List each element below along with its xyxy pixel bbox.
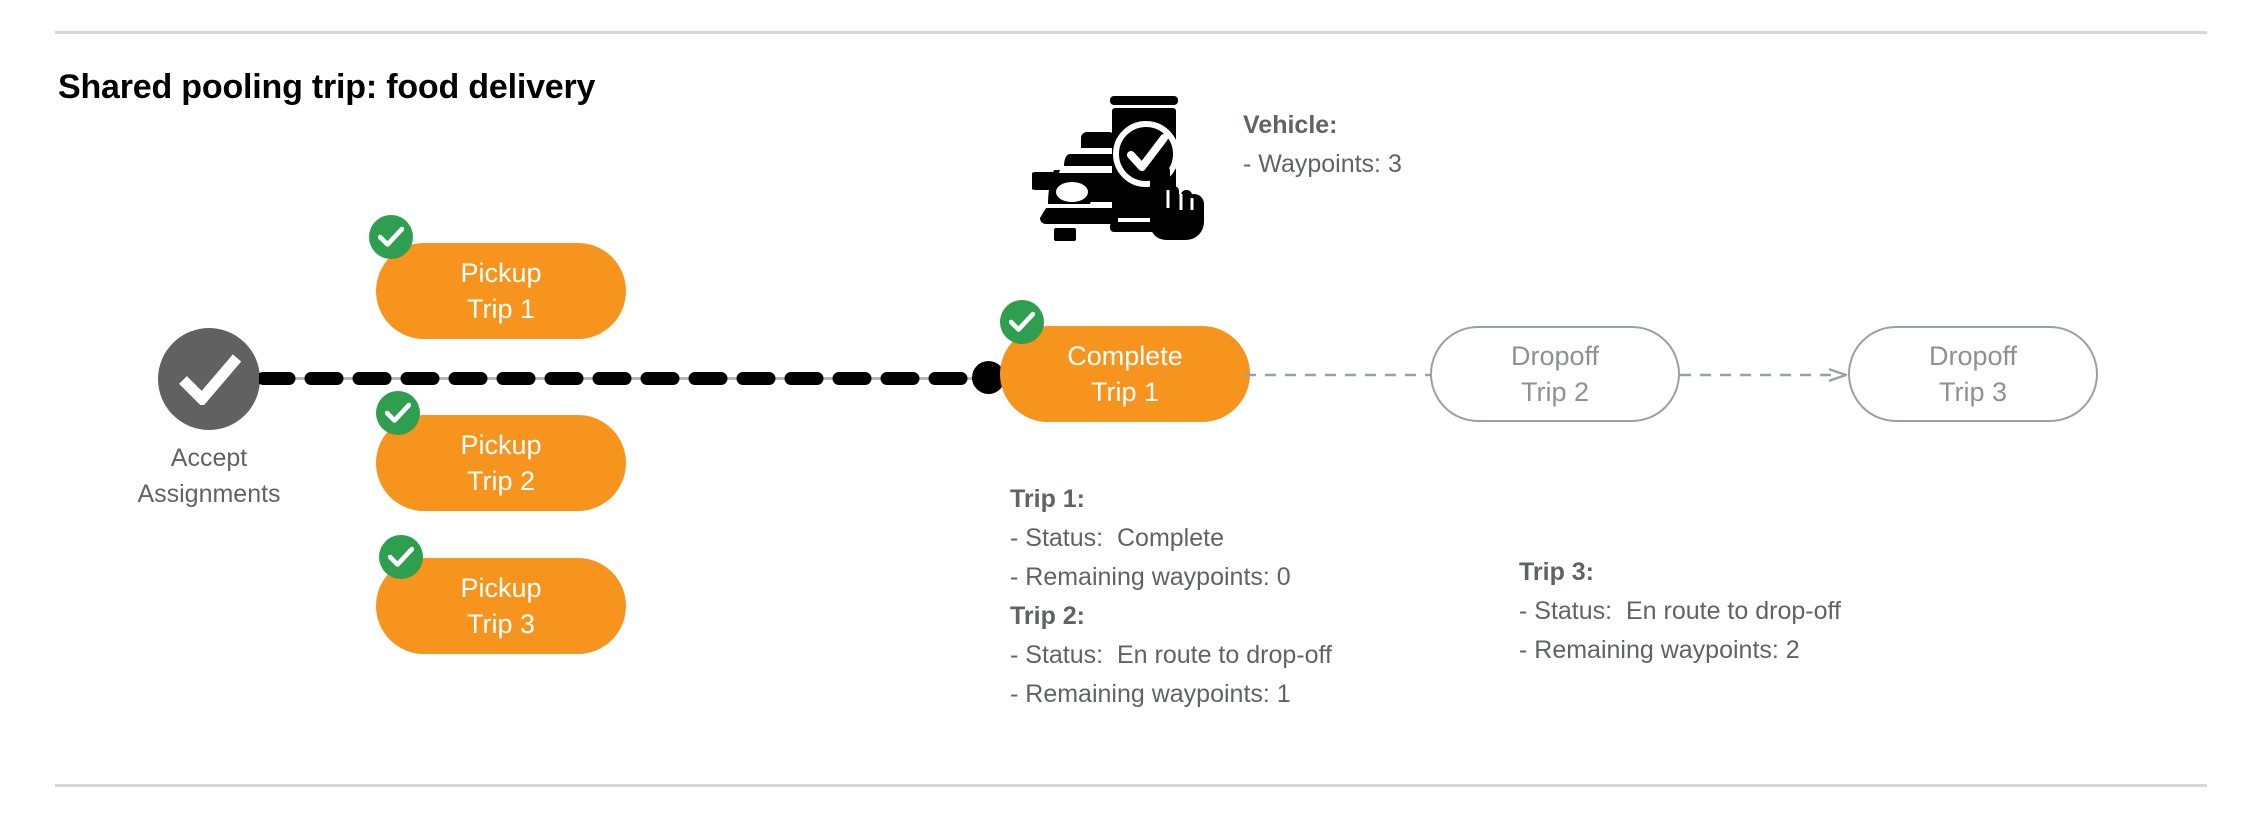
dropoff-trip-3-line2: Trip 3 <box>1938 377 2007 407</box>
vehicle-info-heading: Vehicle: <box>1243 111 1338 139</box>
trip-1-heading: Trip 1: <box>1010 485 1086 513</box>
check-badge-icon <box>379 535 423 579</box>
arrowhead-icon <box>1828 368 1848 382</box>
trip-2-remaining: - Remaining waypoints: 1 <box>1010 680 1291 708</box>
dropoff-trip-2-node[interactable]: Dropoff Trip 2 <box>1430 326 1680 422</box>
accept-assignments-label: Accept Assignments <box>90 440 328 512</box>
trip-3-info-block: Trip 3: - Status: En route to drop-off -… <box>1519 553 1841 670</box>
junction-dot <box>972 361 1005 394</box>
trip-3-heading: Trip 3: <box>1519 558 1595 586</box>
trip-1-status: - Status: Complete <box>1010 524 1224 552</box>
pickup-trip-3-line2: Trip 3 <box>466 609 535 639</box>
dropoff-trip-2-line1: Dropoff <box>1510 341 1600 371</box>
dropoff-trip-2-line2: Trip 2 <box>1520 377 1589 407</box>
dropoff-trip-3-line1: Dropoff <box>1928 341 2018 371</box>
car-phone-check-icon <box>1027 86 1204 246</box>
trip-2-status: - Status: En route to drop-off <box>1010 641 1332 669</box>
pickup-trip-3-line1: Pickup <box>460 573 542 603</box>
trip-1-remaining: - Remaining waypoints: 0 <box>1010 563 1291 591</box>
check-glyph <box>179 354 241 405</box>
vehicle-info-block: Vehicle: - Waypoints: 3 <box>1243 106 1402 184</box>
check-badge-icon <box>1000 300 1044 344</box>
divider-bottom <box>55 784 2207 787</box>
pickup-trip-1-node[interactable]: Pickup Trip 1 <box>376 243 626 339</box>
divider-top <box>55 31 2207 34</box>
pickup-trip-3-node[interactable]: Pickup Trip 3 <box>376 558 626 654</box>
dropoff-trip-3-node[interactable]: Dropoff Trip 3 <box>1848 326 2098 422</box>
trip-1-2-info-block: Trip 1: - Status: Complete - Remaining w… <box>1010 480 1332 714</box>
complete-trip-1-line2: Trip 1 <box>1090 377 1159 407</box>
pickup-trip-2-node[interactable]: Pickup Trip 2 <box>376 415 626 511</box>
check-badge-icon <box>376 391 420 435</box>
trip-3-status: - Status: En route to drop-off <box>1519 597 1841 625</box>
trip-2-heading: Trip 2: <box>1010 602 1086 630</box>
pickup-trip-2-line2: Trip 2 <box>466 466 535 496</box>
accept-label-line2: Assignments <box>137 480 281 508</box>
page-title: Shared pooling trip: food delivery <box>58 68 596 106</box>
pickup-trip-2-line1: Pickup <box>460 430 542 460</box>
connector-dropoff2-to-dropoff3 <box>1680 368 1852 382</box>
trip-3-remaining: - Remaining waypoints: 2 <box>1519 636 1800 664</box>
check-circle-icon <box>158 328 260 430</box>
connector-accept-to-complete <box>256 370 1002 387</box>
complete-trip-1-line1: Complete <box>1067 341 1183 371</box>
pickup-trip-1-line2: Trip 1 <box>466 294 535 324</box>
accept-label-line1: Accept <box>170 444 248 472</box>
pickup-trip-1-line1: Pickup <box>460 258 542 288</box>
check-badge-icon <box>369 215 413 259</box>
complete-trip-1-node[interactable]: Complete Trip 1 <box>1000 326 1250 422</box>
accept-assignments-node[interactable]: Accept Assignments <box>137 328 281 508</box>
connector-complete-to-dropoff2 <box>1245 368 1433 382</box>
vehicle-info-waypoints: - Waypoints: 3 <box>1243 150 1402 178</box>
